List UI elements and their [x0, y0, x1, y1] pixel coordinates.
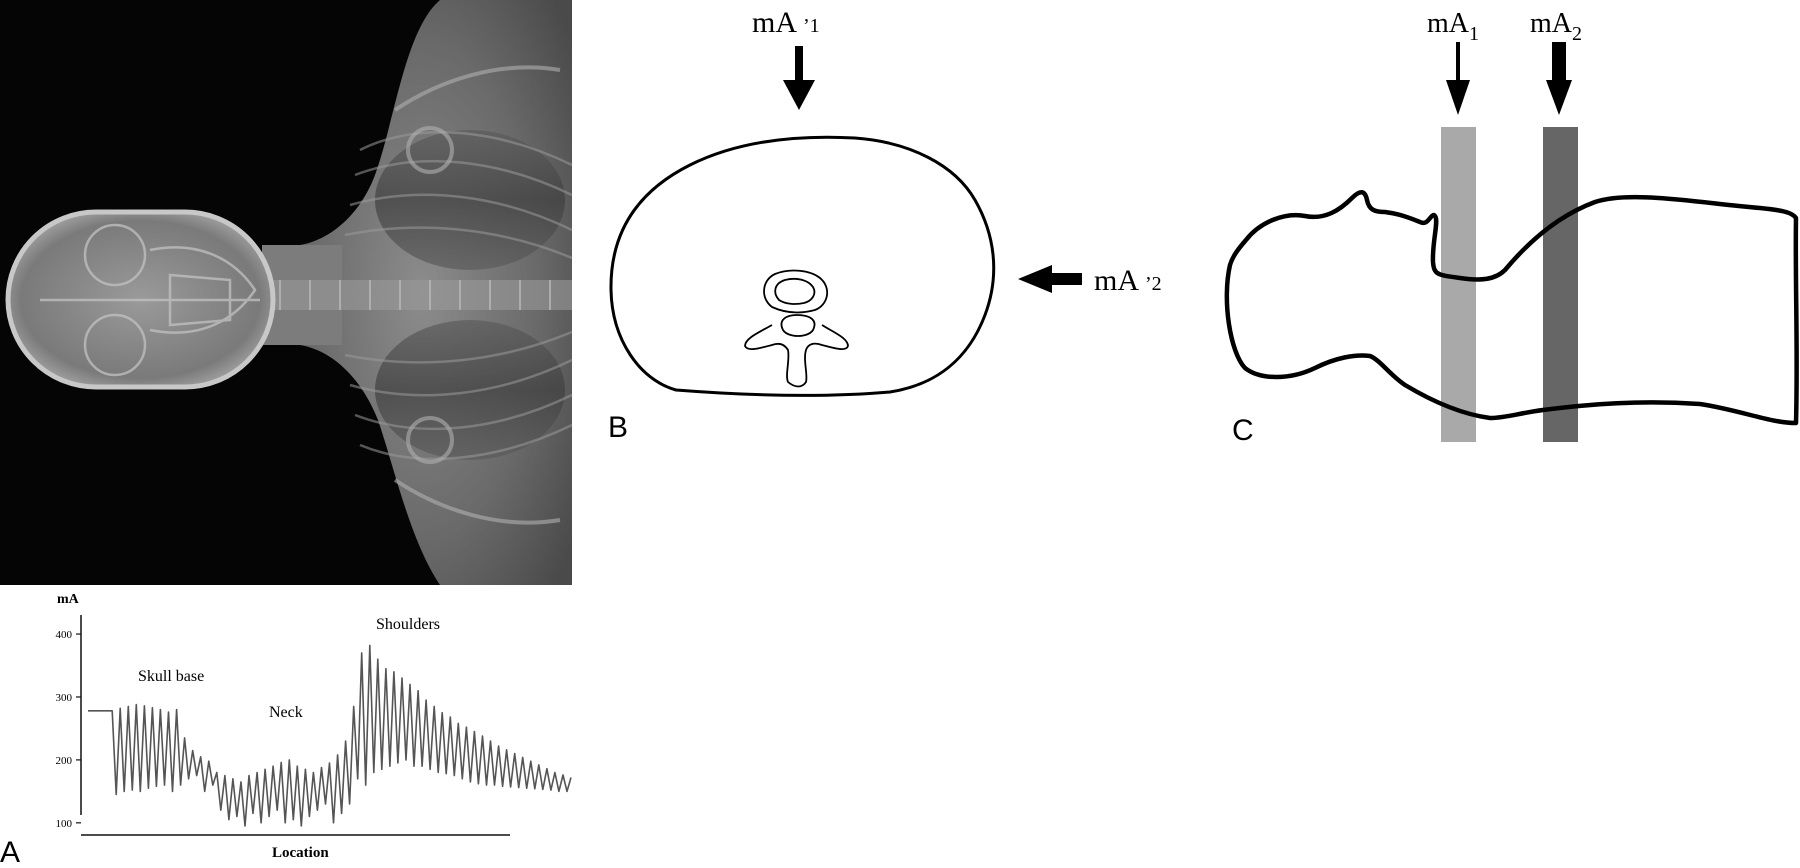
- x-axis-label: Location: [272, 845, 329, 861]
- panel-b-cross-section: mA’1 mA’2: [609, 6, 1162, 397]
- scout-radiograph: [0, 0, 573, 585]
- panel-letter-a: A: [0, 836, 20, 868]
- panel-c-sagittal: mA1 mA2: [1224, 8, 1799, 442]
- ma2-arrow: [1546, 42, 1572, 115]
- ma1-arrow: [1446, 42, 1470, 115]
- panel-letter-b: B: [608, 411, 628, 444]
- arrow-side: [1018, 265, 1082, 293]
- arrow-side-label: mA’2: [1094, 264, 1162, 297]
- y-tick-label: 200: [56, 755, 73, 767]
- annotation-skull-base: Skull base: [138, 668, 204, 685]
- vertebra: [744, 269, 849, 388]
- ma-series-line: [88, 644, 572, 827]
- patient-outline: [1224, 190, 1799, 426]
- panel-letter-c: C: [1232, 414, 1254, 447]
- arrow-top-label: mA’1: [752, 6, 820, 39]
- ma2-label: mA2: [1530, 8, 1582, 45]
- y-ticks: 100 200 300 400: [56, 629, 81, 830]
- ma-chart: mA Location 100 200 300 400 Skull base Neck…: [56, 592, 572, 861]
- y-axis-label: mA: [57, 592, 80, 607]
- y-tick-label: 100: [56, 818, 73, 830]
- ma1-label: mA1: [1427, 8, 1479, 45]
- body-contour: [609, 135, 996, 397]
- ma1-band: [1441, 127, 1476, 442]
- annotation-shoulders: Shoulders: [376, 616, 440, 633]
- y-tick-label: 300: [56, 692, 73, 704]
- annotation-neck: Neck: [269, 704, 303, 721]
- y-tick-label: 400: [56, 629, 73, 641]
- arrow-top: [783, 46, 815, 110]
- ma2-band: [1543, 127, 1578, 442]
